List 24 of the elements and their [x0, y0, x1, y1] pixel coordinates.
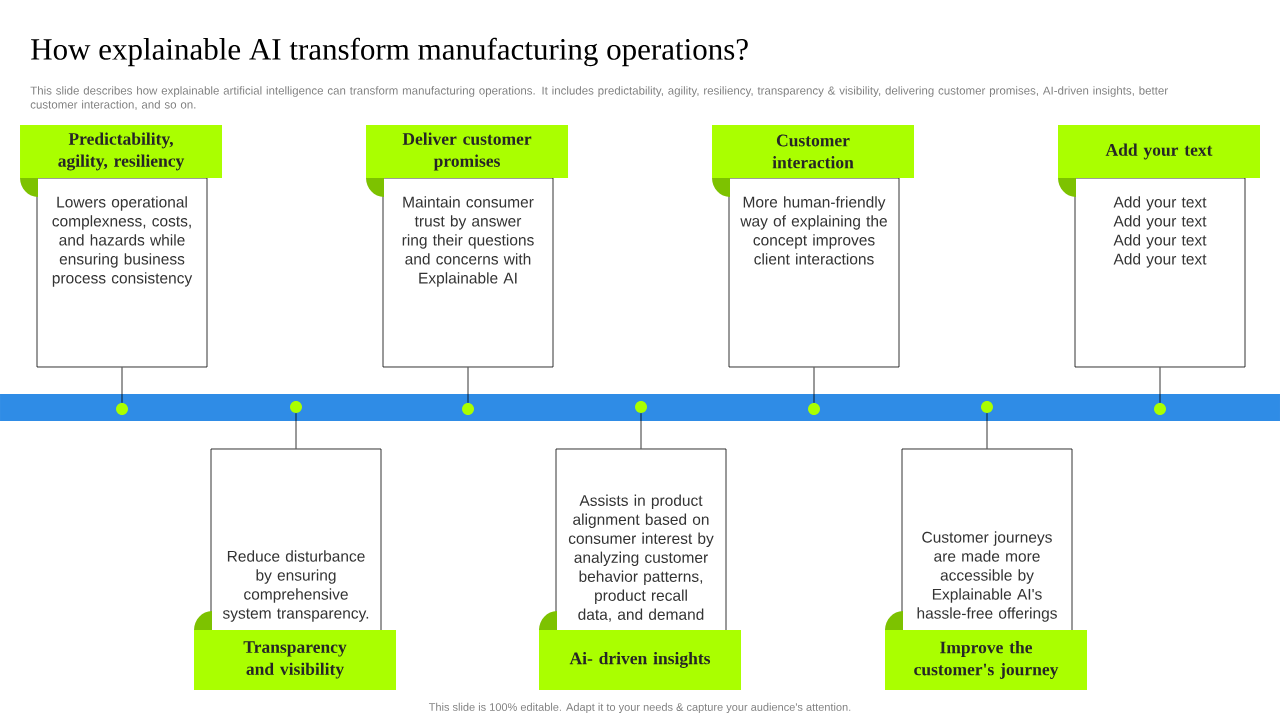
connector-line [986, 412, 988, 449]
connector-line [467, 367, 469, 404]
heading-text: Transparency and visibility [243, 641, 347, 679]
connector-line [640, 412, 642, 449]
heading-text: Customer interaction [772, 134, 854, 169]
card-text: Assists in product alignment based on consumer interest by analyzing customer behavior patterns, product recall data, and demand [568, 494, 714, 622]
card-text: Customer journeys are made more accessible by Explainable AI's hassle-free offerings [917, 531, 1057, 622]
heading-text: Add your text [1105, 143, 1213, 160]
card-text: Add your text Add your text Add your text Add your text [1113, 196, 1207, 268]
heading-text: Deliver customer promises [402, 132, 532, 171]
connector-line [121, 367, 123, 404]
heading-text: Ai- driven insights [569, 652, 711, 668]
connector-line [813, 367, 815, 404]
card-text: Lowers operational complexness, costs, and hazards while ensuring business process consistency [52, 196, 193, 287]
connector-line [1159, 367, 1161, 404]
card-text: More human-friendly way of explaining the concept improves client interactions [740, 196, 887, 265]
footer-note: This slide is 100% editable. Adapt it to your needs & capture your audience's attention. [428, 702, 851, 714]
card-text: Maintain consumer trust by answer ring their questions and concerns with Explainable AI [402, 196, 534, 287]
heading-text: Predictability, agility, resiliency [58, 132, 185, 171]
subtitle: This slide describes how explainable artificial intelligence can transform manufacturing operations. It includes predictability, agility, resiliency, transparency & visibility, delivering customer promises, AI-driven insights, better customer interaction, and so on. [30, 86, 1168, 110]
heading-text: Improve the customer's journey [914, 641, 1059, 679]
card-text: Reduce disturbance by ensuring comprehensive system transparency. [222, 550, 369, 622]
connector-line [295, 412, 297, 449]
title: How explainable AI transform manufacturing operations? [31, 37, 748, 67]
